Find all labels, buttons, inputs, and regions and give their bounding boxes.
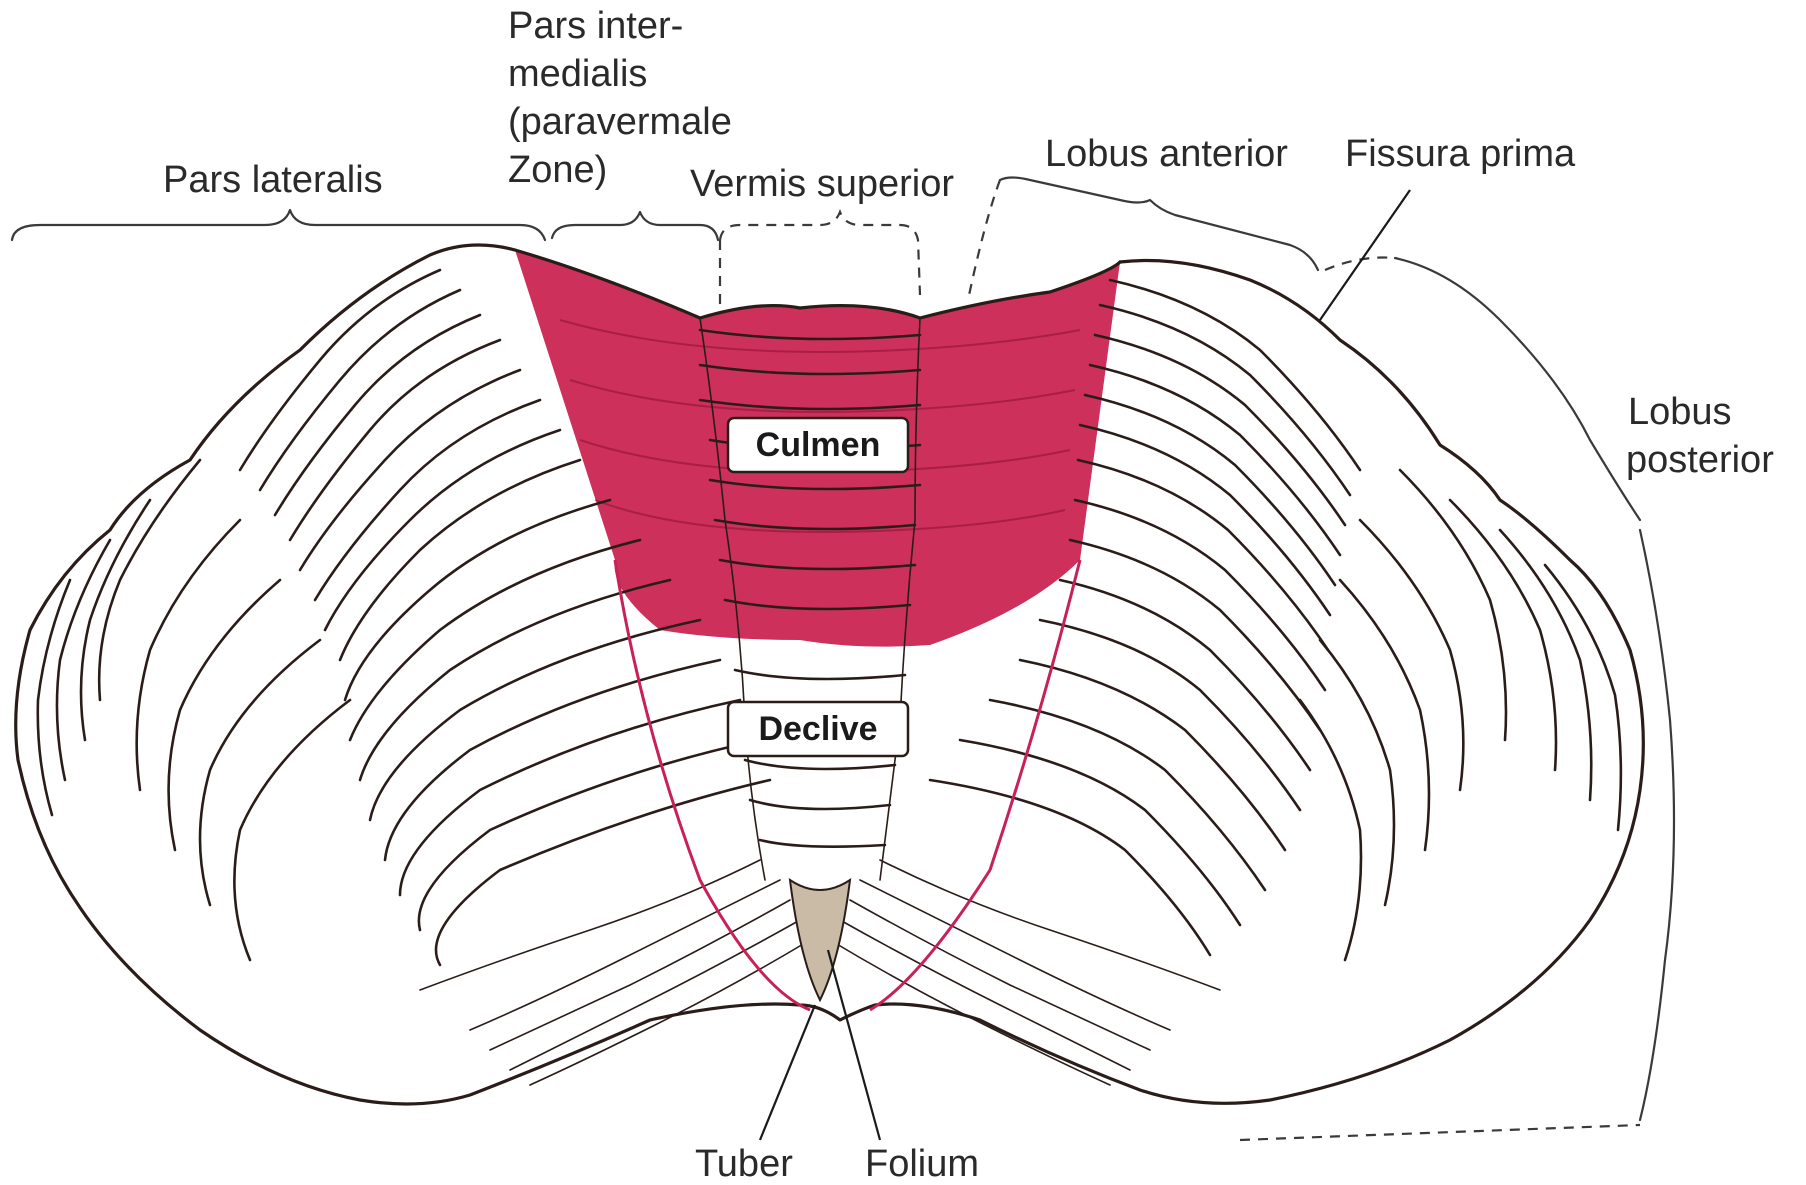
lobus-posterior-dash-bottom [1240, 1125, 1640, 1140]
fissura-prima-leader [1320, 190, 1410, 320]
folium-label: Folium [865, 1143, 979, 1185]
pars-intermedialis-label-line2: medialis [508, 53, 647, 95]
culmen-label: Culmen [756, 426, 881, 464]
lobus-anterior-dash [968, 180, 1000, 300]
tuber-leader [760, 1005, 815, 1140]
vermis-superior-label: Vermis superior [690, 163, 954, 205]
lobus-posterior-bracket-lower [1640, 530, 1674, 1120]
vermis-superior-bracket [720, 212, 920, 295]
fissura-prima-label: Fissura prima [1345, 133, 1576, 175]
pars-lateralis-label: Pars lateralis [163, 159, 383, 201]
pars-intermedialis-label-line1: Pars inter- [508, 5, 683, 47]
lobus-anterior-bracket [1000, 178, 1318, 271]
lobus-posterior-label-line2: posterior [1626, 439, 1774, 481]
vermis-notch [790, 880, 850, 1000]
lobus-anterior-label: Lobus anterior [1045, 133, 1288, 175]
pars-intermedialis-bracket [552, 212, 718, 240]
folium-leader [828, 950, 880, 1140]
lobus-posterior-label-line1: Lobus [1628, 391, 1732, 433]
declive-label: Declive [758, 710, 877, 748]
pars-intermedialis-label-line3: (paravermale [508, 101, 732, 143]
pars-intermedialis-label-line4: Zone) [508, 149, 607, 191]
tuber-label: Tuber [695, 1143, 793, 1185]
lobus-posterior-bracket [1395, 258, 1640, 520]
pars-lateralis-bracket [12, 210, 545, 240]
